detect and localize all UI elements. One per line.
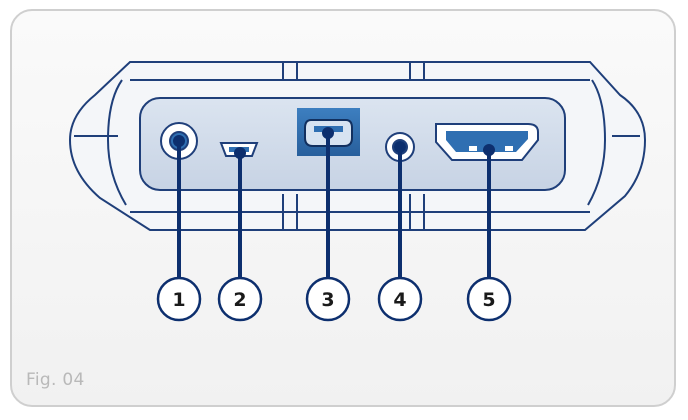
callout-3: 3 bbox=[305, 276, 351, 322]
callout-label-5: 5 bbox=[482, 289, 495, 311]
callout-markers: 1 2 3 4 5 bbox=[156, 276, 512, 322]
callout-label-3: 3 bbox=[321, 289, 334, 311]
callout-label-4: 4 bbox=[393, 289, 406, 311]
callout-lines bbox=[173, 127, 495, 280]
callout-label-2: 2 bbox=[233, 289, 246, 311]
callout-2: 2 bbox=[217, 276, 263, 322]
callout-1: 1 bbox=[156, 276, 202, 322]
hdmi-port bbox=[435, 123, 539, 161]
callout-4: 4 bbox=[377, 276, 423, 322]
device-seams bbox=[74, 62, 640, 230]
figure-caption: Fig. 04 bbox=[26, 370, 85, 390]
callout-label-1: 1 bbox=[172, 289, 185, 311]
callout-5: 5 bbox=[466, 276, 512, 322]
